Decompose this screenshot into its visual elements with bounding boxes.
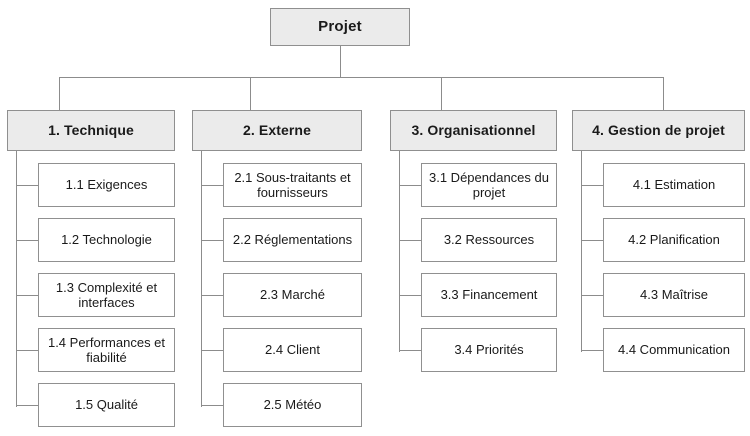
node-category-2[interactable]: 2. Externe — [192, 110, 362, 151]
node-leaf-2-1[interactable]: 2.1 Sous-traitants et fournisseurs — [223, 163, 362, 207]
connector-stub-3-1 — [399, 185, 421, 186]
node-leaf-4-3-label: 4.3 Maîtrise — [640, 287, 708, 303]
node-leaf-1-3-label: 1.3 Complexité et interfaces — [55, 279, 158, 310]
node-root-label: Projet — [318, 18, 362, 36]
node-leaf-4-3[interactable]: 4.3 Maîtrise — [603, 273, 745, 317]
node-category-4-label: 4. Gestion de projet — [592, 122, 725, 139]
node-leaf-4-4-label: 4.4 Communication — [618, 342, 730, 358]
connector-stub-3-4 — [399, 350, 421, 351]
node-leaf-2-1-label: 2.1 Sous-traitants et fournisseurs — [234, 169, 351, 200]
node-leaf-4-1-label: 4.1 Estimation — [632, 177, 716, 193]
node-leaf-2-4[interactable]: 2.4 Client — [223, 328, 362, 372]
node-leaf-3-4-label: 3.4 Priorités — [454, 342, 524, 358]
connector-bus-to-cat-2 — [250, 77, 251, 110]
node-category-2-label: 2. Externe — [243, 122, 311, 139]
node-leaf-3-1[interactable]: 3.1 Dépendances du projet — [421, 163, 557, 207]
connector-stub-2-3 — [201, 295, 223, 296]
node-category-1-label: 1. Technique — [48, 122, 134, 139]
connector-stub-1-4 — [16, 350, 38, 351]
node-leaf-1-3[interactable]: 1.3 Complexité et interfaces — [38, 273, 175, 317]
connector-stub-3-2 — [399, 240, 421, 241]
node-leaf-2-5-label: 2.5 Météo — [263, 397, 322, 413]
node-leaf-3-2-label: 3.2 Ressources — [443, 232, 535, 248]
node-leaf-2-3[interactable]: 2.3 Marché — [223, 273, 362, 317]
node-leaf-3-3-label: 3.3 Financement — [440, 287, 538, 303]
node-leaf-1-2-label: 1.2 Technologie — [61, 232, 152, 248]
node-category-4[interactable]: 4. Gestion de projet — [572, 110, 745, 151]
connector-stub-1-1 — [16, 185, 38, 186]
connector-stub-1-3 — [16, 295, 38, 296]
node-category-3-label: 3. Organisationnel — [411, 122, 536, 139]
connector-spine-4 — [581, 151, 582, 352]
node-leaf-1-1[interactable]: 1.1 Exigences — [38, 163, 175, 207]
connector-stub-3-3 — [399, 295, 421, 296]
connector-stub-4-3 — [581, 295, 603, 296]
connector-spine-1 — [16, 151, 17, 407]
node-leaf-3-4[interactable]: 3.4 Priorités — [421, 328, 557, 372]
node-leaf-1-2[interactable]: 1.2 Technologie — [38, 218, 175, 262]
connector-stub-1-5 — [16, 405, 38, 406]
node-leaf-2-2-label: 2.2 Réglementations — [232, 232, 353, 248]
connector-stub-2-1 — [201, 185, 223, 186]
node-leaf-1-1-label: 1.1 Exigences — [65, 177, 148, 193]
node-leaf-3-2[interactable]: 3.2 Ressources — [421, 218, 557, 262]
connector-spine-2 — [201, 151, 202, 407]
node-leaf-3-3[interactable]: 3.3 Financement — [421, 273, 557, 317]
connector-bus-to-cat-3 — [441, 77, 442, 110]
node-leaf-1-5-label: 1.5 Qualité — [75, 397, 138, 413]
node-leaf-1-4[interactable]: 1.4 Performances et fiabilité — [38, 328, 175, 372]
connector-stub-4-2 — [581, 240, 603, 241]
node-leaf-2-4-label: 2.4 Client — [265, 342, 320, 358]
node-leaf-1-5[interactable]: 1.5 Qualité — [38, 383, 175, 427]
connector-root-bus — [59, 77, 663, 78]
node-leaf-4-2[interactable]: 4.2 Planification — [603, 218, 745, 262]
node-leaf-2-3-label: 2.3 Marché — [259, 287, 326, 303]
connector-bus-to-cat-4 — [663, 77, 664, 110]
node-leaf-2-2[interactable]: 2.2 Réglementations — [223, 218, 362, 262]
connector-stub-2-4 — [201, 350, 223, 351]
node-leaf-4-1[interactable]: 4.1 Estimation — [603, 163, 745, 207]
node-category-1[interactable]: 1. Technique — [7, 110, 175, 151]
connector-stub-2-5 — [201, 405, 223, 406]
node-leaf-2-5[interactable]: 2.5 Météo — [223, 383, 362, 427]
connector-stub-1-2 — [16, 240, 38, 241]
node-leaf-4-2-label: 4.2 Planification — [628, 232, 720, 248]
node-category-3[interactable]: 3. Organisationnel — [390, 110, 557, 151]
node-root-projet[interactable]: Projet — [270, 8, 410, 46]
node-leaf-4-4[interactable]: 4.4 Communication — [603, 328, 745, 372]
node-leaf-1-4-label: 1.4 Performances et fiabilité — [47, 334, 166, 365]
connector-stub-4-1 — [581, 185, 603, 186]
node-leaf-3-1-label: 3.1 Dépendances du projet — [429, 169, 549, 200]
connector-root-drop — [340, 46, 341, 77]
connector-stub-4-4 — [581, 350, 603, 351]
connector-bus-to-cat-1 — [59, 77, 60, 110]
connector-stub-2-2 — [201, 240, 223, 241]
connector-spine-3 — [399, 151, 400, 352]
